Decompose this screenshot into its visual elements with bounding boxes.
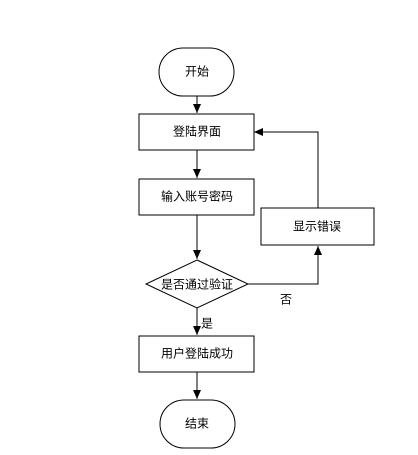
node-input-credentials: 输入账号密码 — [138, 178, 255, 216]
edges — [193, 96, 322, 399]
login-success-label: 用户登陆成功 — [161, 346, 233, 361]
login-success-process — [138, 335, 255, 373]
node-start: 开始 — [158, 47, 235, 97]
input-credentials-label: 输入账号密码 — [161, 189, 233, 204]
start-label: 开始 — [185, 65, 209, 79]
node-login-page: 登陆界面 — [138, 113, 255, 151]
node-end: 结束 — [159, 399, 236, 449]
node-verify: 是否通过验证 — [144, 259, 250, 309]
edge-label-no: 否 — [280, 293, 292, 307]
login-page-label: 登陆界面 — [173, 124, 221, 139]
edge-show-error-to-login-page — [254, 128, 319, 208]
start-terminator — [158, 47, 235, 97]
end-label: 结束 — [185, 417, 209, 431]
edge-verify-to-show-error — [248, 246, 322, 285]
end-terminator — [159, 399, 236, 449]
verify-decision — [144, 259, 250, 309]
edge-label-yes: 是 — [201, 317, 213, 331]
verify-label: 是否通过验证 — [161, 277, 233, 292]
node-login-success: 用户登陆成功 — [138, 335, 255, 373]
show-error-label: 显示错误 — [293, 220, 341, 234]
show-error-process — [260, 207, 375, 246]
input-credentials-process — [138, 178, 255, 216]
login-page-process — [138, 113, 255, 151]
node-show-error: 显示错误 — [260, 207, 375, 246]
